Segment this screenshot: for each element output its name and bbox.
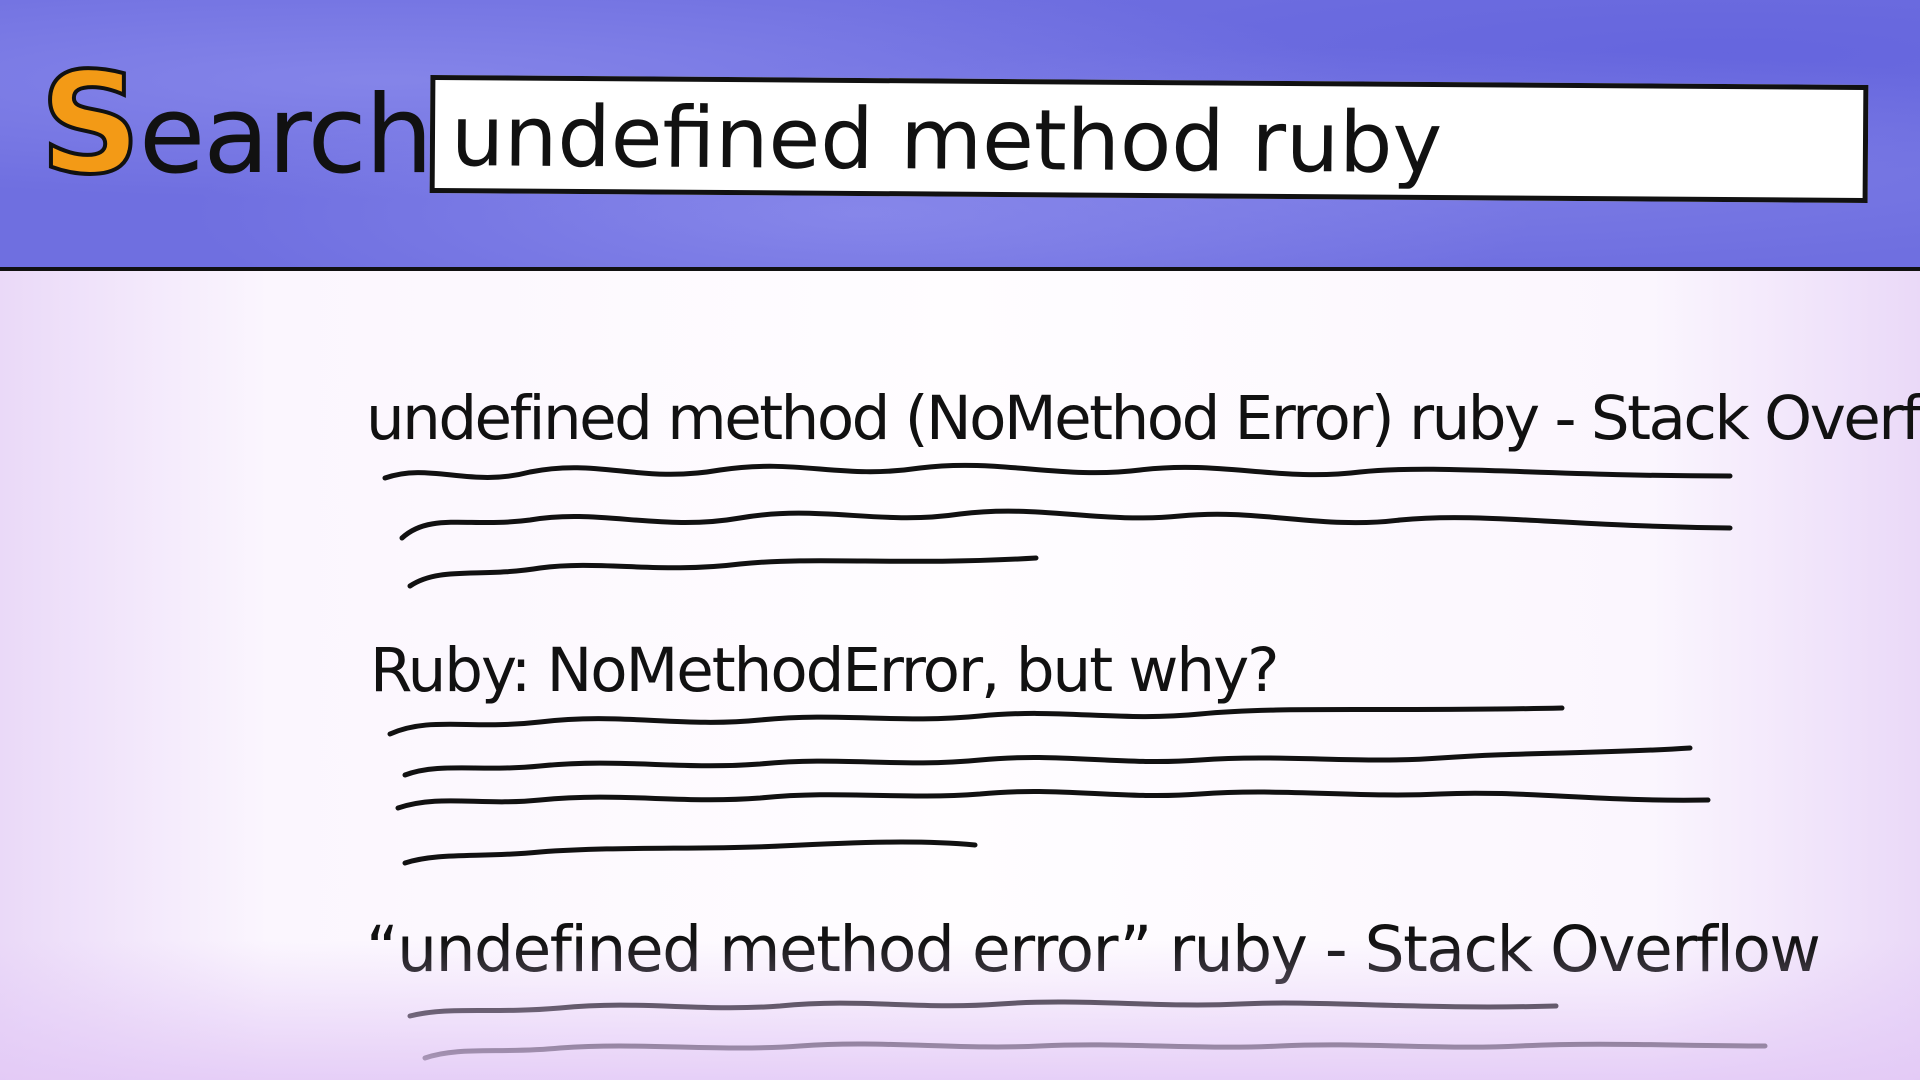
snippet-line bbox=[387, 705, 1565, 737]
snippet-line bbox=[395, 788, 1711, 811]
search-logo-rest: earch bbox=[138, 73, 433, 198]
snippet-line bbox=[402, 745, 1693, 778]
snippet-line bbox=[382, 462, 1733, 481]
search-logo-initial: S bbox=[38, 43, 143, 206]
search-logo: Search bbox=[38, 53, 433, 198]
search-header: Search bbox=[0, 0, 1920, 271]
snippet-line bbox=[407, 999, 1559, 1019]
result-title[interactable]: undefined method (NoMethod Error) ruby -… bbox=[366, 383, 1920, 454]
result-title[interactable]: Ruby: NoMethodError, but why? bbox=[370, 635, 1280, 706]
snippet-line bbox=[402, 839, 978, 866]
snippet-line bbox=[407, 555, 1039, 589]
result-title[interactable]: “undefined method error” ruby - Stack Ov… bbox=[366, 913, 1821, 986]
snippet-line bbox=[399, 508, 1733, 541]
snippet-line bbox=[422, 1041, 1768, 1061]
